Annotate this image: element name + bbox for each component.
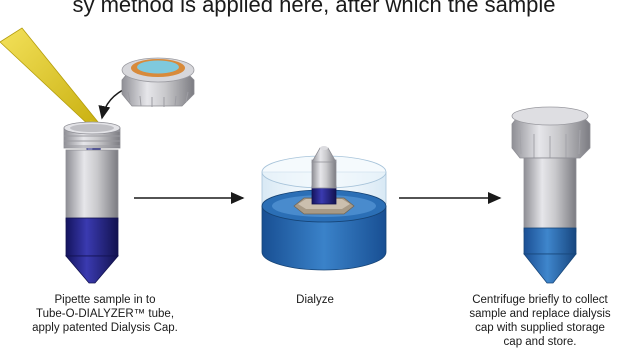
caption-line: cap with supplied storage [475,322,605,334]
caption-line: cap and store. [503,336,577,348]
caption-line: sample and replace dialysis [469,308,611,320]
dialysis-bath-icon [261,146,387,271]
caption-line: Tube-O-DIALYZER™ tube, [35,308,175,320]
step-1-caption: Pipette sample in to Tube-O-DIALYZER™ tu… [10,293,200,335]
step-3-caption: Centrifuge briefly to collect sample and… [452,293,628,349]
header-text: sy method is applied here, after which t… [72,0,556,17]
caption-line: apply patented Dialysis Cap. [32,322,178,334]
caption-line: Dialyze [296,294,334,306]
step-2-caption: Dialyze [250,293,380,307]
caption-line: Pipette sample in to [54,294,156,306]
dialysis-cap-icon [121,57,195,107]
storage-tube-icon [511,106,591,284]
caption-line: Centrifuge briefly to collect [472,294,608,306]
sample-tube-icon [63,121,121,284]
